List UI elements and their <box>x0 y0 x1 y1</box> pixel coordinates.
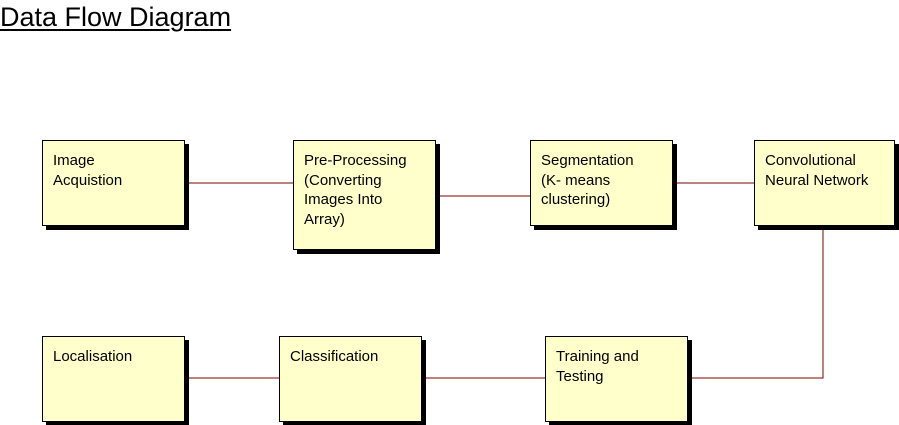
node-training-testing: Training and Testing <box>545 336 688 422</box>
diagram-title: Data Flow Diagram <box>0 2 232 32</box>
node-segmentation: Segmentation (K- means clustering) <box>530 140 673 226</box>
node-image-acquistion: Image Acquistion <box>42 140 185 226</box>
node-cnn: Convolutional Neural Network <box>754 140 895 226</box>
node-classification: Classification <box>279 336 422 422</box>
node-pre-processing: Pre-Processing (Converting Images Into A… <box>293 140 436 250</box>
edge-cnn-to-training <box>687 226 824 379</box>
node-localisation: Localisation <box>42 336 185 422</box>
